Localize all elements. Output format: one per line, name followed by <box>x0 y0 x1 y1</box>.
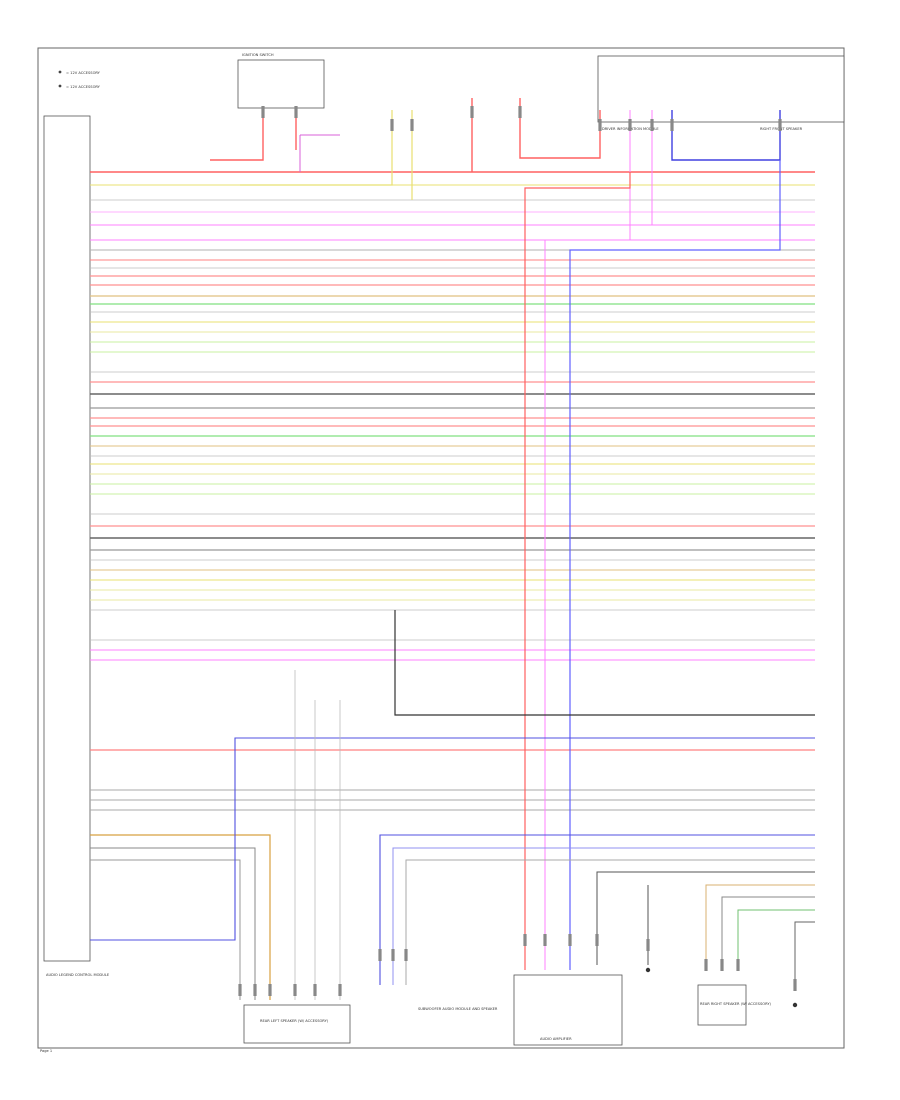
rear-left-speaker-label: REAR LEFT SPEAKER (W/ ACCESSORY) <box>260 1019 329 1023</box>
connector-pin <box>523 934 527 946</box>
connector-pin <box>518 106 522 118</box>
audio-amplifier <box>513 974 623 1046</box>
connector-pin <box>338 984 342 996</box>
connector-pin <box>568 934 572 946</box>
connector-pin <box>543 934 547 946</box>
legend-item-1: = 12V ACCESSORY <box>66 71 101 75</box>
connector-pin <box>646 939 650 951</box>
connector-pin <box>313 984 317 996</box>
connector-pin <box>404 949 408 961</box>
connector-pin <box>410 119 414 131</box>
connector-pin <box>268 984 272 996</box>
rear-right-speaker-label: REAR RIGHT SPEAKER (W/ ACCESSORY) <box>700 1002 772 1006</box>
connector-pin <box>670 119 674 131</box>
diagram-frame <box>37 47 845 1049</box>
connector-pin <box>595 934 599 946</box>
page-footer: Page 1 <box>40 1049 52 1053</box>
connectors <box>238 106 797 996</box>
audio-amplifier-label: AUDIO AMPLIFIER <box>540 1037 572 1041</box>
connector-pin <box>650 119 654 131</box>
connector-pin <box>628 119 632 131</box>
top-components: DRIVER INFORMATION MODULE IGNITION SWITC… <box>237 53 845 131</box>
connector-pin <box>293 984 297 996</box>
connector-pin <box>390 119 394 131</box>
connector-pin <box>704 959 708 971</box>
connector-pin <box>261 106 265 118</box>
legend: = 12V ACCESSORY = 12V ACCESSORY <box>58 70 101 89</box>
connector-pin <box>294 106 298 118</box>
connector-pin <box>793 979 797 991</box>
driver-info-box <box>597 55 845 123</box>
rear-left-speaker <box>243 1004 351 1044</box>
connector-pin <box>253 984 257 996</box>
connector-pin <box>736 959 740 971</box>
subwoofer-label: SUBWOOFER AUDIO MODULE AND SPEAKER <box>418 1007 498 1011</box>
connector-pin <box>238 984 242 996</box>
legend-item-2: = 12V ACCESSORY <box>66 85 101 89</box>
connector-pin <box>598 119 602 131</box>
vertical-wires <box>90 98 815 1000</box>
ignition-box-label: IGNITION SWITCH <box>242 53 274 57</box>
ignition-box <box>237 59 325 109</box>
connector-pin <box>391 949 395 961</box>
rear-right-speaker <box>697 984 747 1026</box>
control-module-label: AUDIO LEGEND CONTROL MODULE <box>46 973 110 977</box>
connector-pin <box>778 119 782 131</box>
control-module: AUDIO LEGEND CONTROL MODULE <box>43 115 110 977</box>
harness-lines <box>90 171 815 811</box>
bottom-components: REAR LEFT SPEAKER (W/ ACCESSORY) SUBWOOF… <box>243 967 798 1046</box>
connector-pin <box>720 959 724 971</box>
connector-pin <box>378 949 382 961</box>
connector-pin <box>470 106 474 118</box>
